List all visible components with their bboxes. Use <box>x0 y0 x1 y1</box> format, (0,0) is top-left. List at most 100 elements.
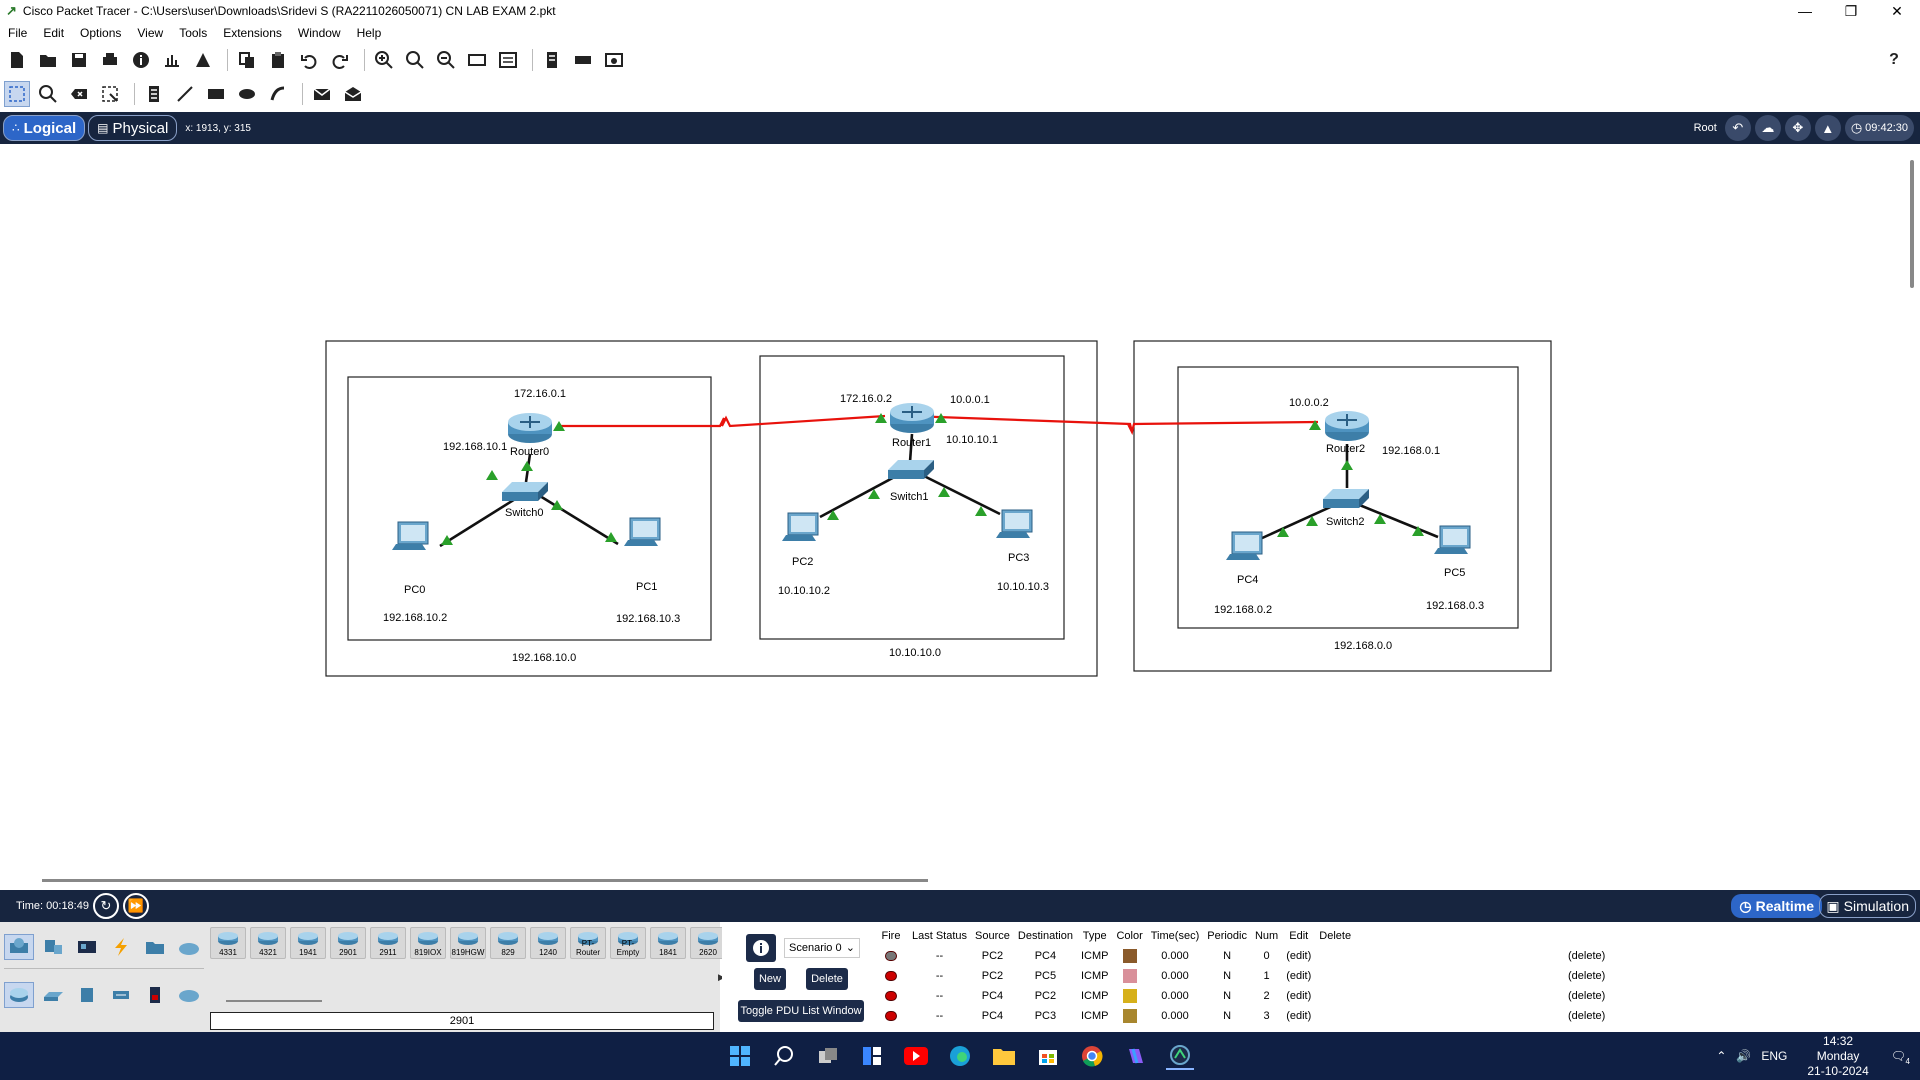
zoom-reset-icon[interactable] <box>402 47 428 73</box>
device-model-item[interactable]: 1941 <box>290 927 326 959</box>
physical-view-button[interactable]: ▤ Physical <box>88 115 178 141</box>
viewport-icon[interactable]: ▲ <box>1814 115 1841 141</box>
network-wizard-icon[interactable] <box>159 47 185 73</box>
zoom-out-icon[interactable] <box>433 47 459 73</box>
pdu-delete-link[interactable]: (delete) <box>1567 950 1606 962</box>
delete-icon[interactable] <box>66 81 92 107</box>
device-list-scrollbar[interactable] <box>226 1000 322 1002</box>
vertical-scrollbar[interactable] <box>1910 160 1914 288</box>
print-icon[interactable] <box>97 47 123 73</box>
pdu-delete-link[interactable]: (delete) <box>1567 990 1606 1002</box>
paste-icon[interactable] <box>265 47 291 73</box>
language-indicator[interactable]: ENG <box>1761 1049 1788 1063</box>
lan-rect-0[interactable] <box>347 376 712 641</box>
table-row[interactable]: -- PC2 PC4 ICMP 0.000 N 0 (edit) (delete… <box>874 946 1609 966</box>
device-model-item[interactable]: 819IOX <box>410 927 446 959</box>
packet-tracer-taskbar-icon[interactable] <box>1166 1042 1194 1070</box>
save-icon[interactable] <box>66 47 92 73</box>
pc-icon[interactable] <box>392 521 429 550</box>
drawing-palette-icon[interactable] <box>464 47 490 73</box>
menu-view[interactable]: View <box>137 26 164 40</box>
new-file-icon[interactable] <box>4 47 30 73</box>
simple-pdu-icon[interactable] <box>309 81 335 107</box>
hubs-subcategory-icon[interactable] <box>72 982 102 1008</box>
complex-pdu-icon[interactable] <box>340 81 366 107</box>
pdu-delete-link[interactable]: (delete) <box>1567 1010 1606 1022</box>
pc-icon[interactable] <box>624 517 661 546</box>
fire-icon[interactable] <box>885 991 897 1002</box>
switches-subcategory-icon[interactable] <box>38 982 68 1008</box>
search-icon[interactable] <box>770 1042 798 1070</box>
store-icon[interactable] <box>1034 1042 1062 1070</box>
area-rect-right[interactable] <box>1133 340 1552 672</box>
menu-help[interactable]: Help <box>356 26 382 40</box>
router-icon[interactable] <box>890 403 934 433</box>
chevron-up-icon[interactable]: ⌃ <box>1716 1049 1727 1063</box>
lan-rect-1[interactable] <box>759 355 1065 640</box>
device-model-item[interactable]: 2901 <box>330 927 366 959</box>
move-icon[interactable]: ✥ <box>1784 115 1811 141</box>
place-note-icon[interactable] <box>141 81 167 107</box>
task-view-icon[interactable] <box>814 1042 842 1070</box>
network-devices-category-icon[interactable] <box>4 934 34 960</box>
delete-scenario-button[interactable]: Delete <box>806 968 848 990</box>
scenario-select[interactable]: Scenario 0 ⌄ <box>784 938 860 958</box>
volume-icon[interactable]: 🔊 <box>1736 1049 1752 1063</box>
open-folder-icon[interactable] <box>35 47 61 73</box>
toggle-pdu-list-button[interactable]: Toggle PDU List Window <box>738 1000 864 1022</box>
menu-options[interactable]: Options <box>80 26 122 40</box>
copy-icon[interactable] <box>234 47 260 73</box>
logical-workspace[interactable]: 172.16.0.1 192.168.10.1 Router0 Switch0 … <box>0 144 1920 890</box>
power-cycle-icon[interactable]: ↻ <box>92 893 119 919</box>
device-model-item[interactable]: 819HGW <box>450 927 486 959</box>
device-model-item[interactable]: 1841 <box>650 927 686 959</box>
taskbar-clock[interactable]: 14:32 Monday 21-10-2024 <box>1807 1034 1868 1079</box>
table-row[interactable]: -- PC2 PC5 ICMP 0.000 N 1 (edit) (delete… <box>874 966 1609 986</box>
select-icon[interactable] <box>4 81 30 107</box>
inspect-icon[interactable] <box>35 81 61 107</box>
menu-extensions[interactable]: Extensions <box>223 26 282 40</box>
close-button[interactable]: ✕ <box>1891 2 1903 19</box>
freeform-icon[interactable] <box>265 81 291 107</box>
widgets-icon[interactable] <box>858 1042 886 1070</box>
menu-file[interactable]: File <box>8 26 28 40</box>
chrome-icon[interactable] <box>1078 1042 1106 1070</box>
routers-subcategory-icon[interactable] <box>4 982 34 1008</box>
maximize-button[interactable]: ❐ <box>1844 2 1858 19</box>
device-model-item[interactable]: 1240 <box>530 927 566 959</box>
activity-wizard-icon[interactable] <box>190 47 216 73</box>
fire-icon[interactable] <box>885 971 897 982</box>
scenario-info-icon[interactable] <box>746 934 776 962</box>
resize-shape-icon[interactable] <box>97 81 123 107</box>
connections-category-icon[interactable] <box>106 934 136 960</box>
switch-icon[interactable] <box>888 460 934 479</box>
realtime-mode-button[interactable]: ◷ Realtime <box>1731 894 1822 918</box>
fire-icon[interactable] <box>885 951 897 962</box>
wireless-subcategory-icon[interactable] <box>106 982 136 1008</box>
start-icon[interactable] <box>726 1042 754 1070</box>
cloud-dialog-icon[interactable] <box>601 47 627 73</box>
security-subcategory-icon[interactable] <box>140 982 170 1008</box>
pdu-delete-link[interactable]: (delete) <box>1567 970 1606 982</box>
menu-edit[interactable]: Edit <box>43 26 65 40</box>
edge-icon[interactable] <box>946 1042 974 1070</box>
youtube-icon[interactable] <box>902 1042 930 1070</box>
multiuser-category-icon[interactable] <box>174 934 204 960</box>
serial-link-r0-r1[interactable] <box>558 414 886 428</box>
text-file-icon[interactable] <box>539 47 565 73</box>
draw-rectangle-icon[interactable] <box>203 81 229 107</box>
zoom-in-icon[interactable] <box>371 47 397 73</box>
pc-icon[interactable] <box>1226 531 1263 560</box>
serial-link-r1-r2[interactable] <box>909 414 1319 436</box>
menu-tools[interactable]: Tools <box>179 26 208 40</box>
components-category-icon[interactable] <box>72 934 102 960</box>
notification-icon[interactable]: 🗨4 <box>1890 1049 1910 1066</box>
menu-window[interactable]: Window <box>297 26 341 40</box>
device-model-item[interactable]: 2911 <box>370 927 406 959</box>
pc-icon[interactable] <box>1434 525 1471 554</box>
redo-icon[interactable] <box>327 47 353 73</box>
help-icon[interactable]: ? <box>1889 51 1899 68</box>
switch-icon[interactable] <box>1323 489 1369 508</box>
device-model-item[interactable]: 2620 <box>690 927 726 959</box>
pdu-edit-link[interactable]: (edit) <box>1286 950 1312 962</box>
